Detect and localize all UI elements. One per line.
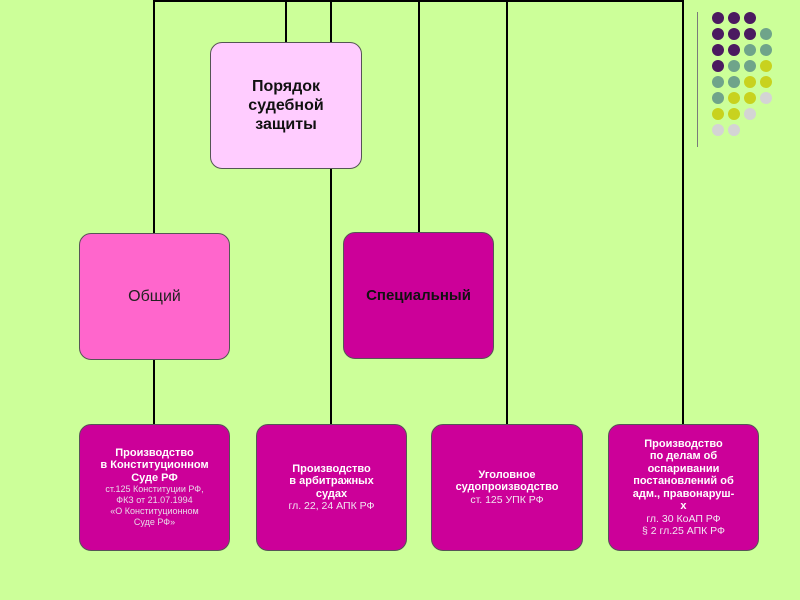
criminal-procedure-node: Уголовное судопроизводство ст. 125 УПК Р…: [431, 424, 583, 551]
decorative-dot: [712, 28, 724, 40]
constitutional-court-title: Производство в Конституционном Суде РФ: [100, 446, 209, 484]
decorative-dot: [728, 44, 740, 56]
decorative-dot: [760, 44, 772, 56]
decorative-dot: [744, 60, 756, 72]
constitutional-court-node: Производство в Конституционном Суде РФ с…: [79, 424, 230, 551]
decorative-dot: [712, 44, 724, 56]
root-node: Порядок судебной защиты: [210, 42, 362, 169]
decorative-dot: [728, 124, 740, 136]
decorative-divider: [697, 12, 698, 147]
decorative-dot: [712, 76, 724, 88]
constitutional-court-ref: ст.125 Конституции РФ, ФКЗ от 21.07.1994…: [105, 484, 204, 528]
connector-line: [285, 0, 287, 42]
decorative-dot: [760, 76, 772, 88]
connector-line: [153, 0, 155, 233]
general-procedure-node: Общий: [79, 233, 230, 360]
connector-line: [682, 0, 684, 424]
administrative-offense-node: Производство по делам об оспаривании пос…: [608, 424, 759, 551]
decorative-dot: [728, 12, 740, 24]
decorative-dot: [712, 60, 724, 72]
decorative-dot: [744, 76, 756, 88]
decorative-dot: [728, 60, 740, 72]
decorative-dot: [744, 92, 756, 104]
connector-line: [153, 0, 684, 2]
arbitration-courts-title: Производство в арбитражных судах: [289, 462, 374, 500]
arbitration-courts-node: Производство в арбитражных судах гл. 22,…: [256, 424, 407, 551]
special-procedure-label: Специальный: [366, 287, 471, 304]
decorative-dot: [744, 28, 756, 40]
special-procedure-node: Специальный: [343, 232, 494, 359]
connector-line: [418, 0, 420, 232]
decorative-dot: [728, 108, 740, 120]
root-node-label: Порядок судебной защиты: [248, 78, 324, 133]
connector-line: [506, 0, 508, 424]
criminal-procedure-title: Уголовное судопроизводство: [455, 468, 559, 494]
decorative-dot: [712, 92, 724, 104]
decorative-dot: [744, 44, 756, 56]
administrative-offense-ref: гл. 30 КоАП РФ § 2 гл.25 АПК РФ: [641, 512, 726, 538]
decorative-dot: [744, 12, 756, 24]
decorative-dot: [744, 108, 756, 120]
decorative-dot: [712, 108, 724, 120]
decorative-dot: [712, 124, 724, 136]
arbitration-courts-ref: гл. 22, 24 АПК РФ: [288, 500, 375, 512]
criminal-procedure-ref: ст. 125 УПК РФ: [470, 493, 544, 506]
general-procedure-label: Общий: [128, 287, 181, 305]
decorative-dot: [760, 60, 772, 72]
decorative-dot: [760, 28, 772, 40]
administrative-offense-title: Производство по делам об оспаривании пос…: [632, 437, 735, 513]
decorative-dot: [728, 76, 740, 88]
decorative-dot: [728, 28, 740, 40]
decorative-dot: [760, 92, 772, 104]
decorative-dot: [728, 92, 740, 104]
decorative-dot: [712, 12, 724, 24]
connector-line: [153, 360, 155, 424]
connector-line: [330, 0, 332, 424]
